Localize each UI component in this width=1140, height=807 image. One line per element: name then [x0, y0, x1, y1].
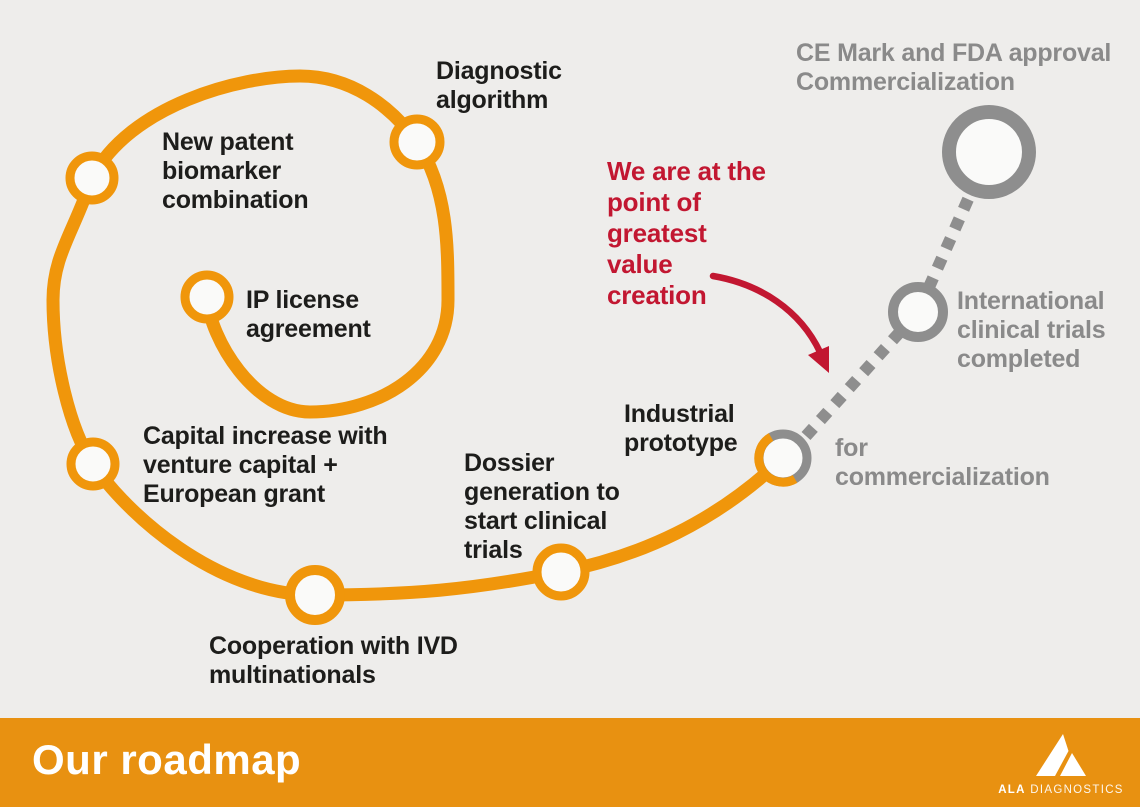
future-dotted-path: [801, 149, 995, 441]
milestone-node-ip-license: [180, 270, 234, 324]
milestone-node-cooperation: [285, 565, 345, 625]
milestone-node-diagnostic-algorithm: [389, 114, 445, 170]
milestone-node-ce-mark: [942, 105, 1036, 199]
brand-name-light: DIAGNOSTICS: [1030, 784, 1124, 796]
milestone-node-international-trials: [888, 282, 948, 342]
label-ip-license: IP license agreement: [246, 286, 371, 343]
brand-name-bold: ALA: [998, 784, 1026, 796]
milestone-node-dossier: [532, 543, 590, 601]
label-capital-increase: Capital increase with venture capital + …: [143, 422, 388, 508]
milestone-node-capital-increase: [66, 437, 120, 491]
roadmap-diagram: [46, 69, 1036, 625]
annotation-value-creation: We are at the point of greatest value cr…: [607, 156, 766, 310]
footer-bar: Our roadmap ALA DIAGNOSTICS: [0, 718, 1140, 807]
annotation-arrow-icon: [808, 346, 829, 373]
label-industrial-prototype: Industrial prototype: [624, 400, 738, 457]
annotation-arrow-shaft: [709, 272, 824, 356]
page-title: Our roadmap: [32, 736, 302, 783]
mountain-logo-icon: [1036, 734, 1086, 776]
label-for-commercialization: for commercialization: [835, 434, 1050, 491]
label-dossier: Dossier generation to start clinical tri…: [464, 449, 620, 564]
label-new-patent: New patent biomarker combination: [162, 128, 309, 214]
industrial-prototype-orange-arc: [754, 433, 798, 487]
brand-logo: ALA DIAGNOSTICS: [991, 734, 1131, 796]
label-ce-mark: CE Mark and FDA approval Commercializati…: [796, 39, 1112, 96]
label-cooperation: Cooperation with IVD multinationals: [209, 632, 458, 689]
label-diagnostic-algorithm: Diagnostic algorithm: [436, 57, 562, 114]
milestone-node-new-patent: [65, 151, 119, 205]
label-international-trials: International clinical trials completed: [957, 287, 1106, 373]
brand-name: ALA DIAGNOSTICS: [991, 784, 1131, 796]
